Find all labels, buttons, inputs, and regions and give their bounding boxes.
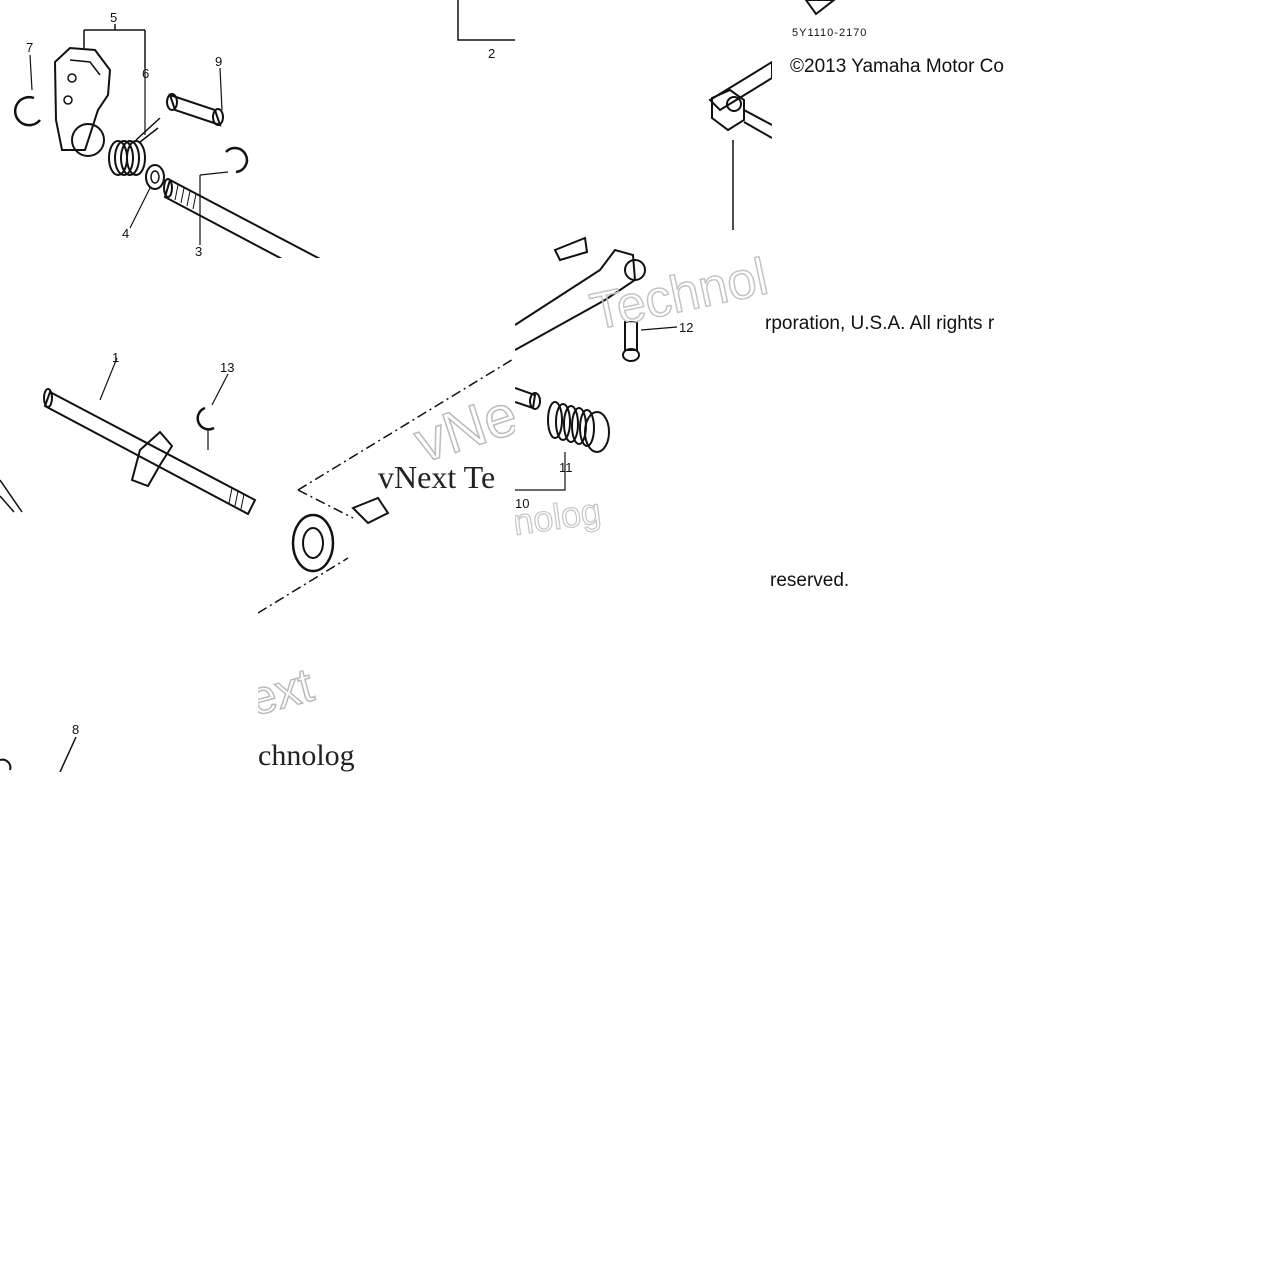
copyright-line-2: rporation, U.S.A. All rights r [765, 313, 995, 334]
callout-3: 3 [195, 244, 202, 259]
callout-11: 11 [559, 460, 573, 475]
watermark-text-a: vNext Te [378, 459, 495, 495]
tile-shift-arm: 5 6 7 9 4 3 2 [0, 0, 515, 300]
tile-pedal: 12 11 10 Technol nolog [515, 230, 772, 540]
shift-arm-drawing: 5 6 7 9 4 3 2 [13, 0, 515, 300]
callout-7: 7 [26, 40, 33, 55]
tile-code: 5Y1110-2170 [772, 0, 1032, 48]
tile-frame-corner [700, 0, 772, 255]
callout-4: 4 [122, 226, 129, 241]
callout-9: 9 [215, 54, 222, 69]
watermark-text-e: chnolog [258, 739, 355, 772]
callout-10: 10 [515, 496, 529, 511]
callout-12: 12 [679, 320, 693, 335]
copyright-line-1: ©2013 Yamaha Motor Co [790, 56, 1004, 77]
copyright-line-3: reserved. [770, 570, 850, 591]
callout-2: 2 [488, 46, 495, 61]
callout-8: 8 [72, 722, 79, 737]
callout-5: 5 [110, 10, 117, 25]
tile-watermark: ext chnolog [258, 615, 364, 772]
tile-shift-shaft: 1 13 [0, 300, 258, 515]
callout-6: 6 [142, 66, 149, 81]
part-number-code: 5Y1110-2170 [792, 27, 867, 39]
callout-13: 13 [220, 360, 234, 375]
tile-bottom-left: 8 [0, 712, 258, 772]
callout-1: 1 [112, 350, 119, 365]
tile-bracket: vNext Te vNe [258, 258, 515, 615]
watermark-text-d: ext [258, 659, 319, 727]
watermark-text-c: vNe [407, 382, 515, 476]
